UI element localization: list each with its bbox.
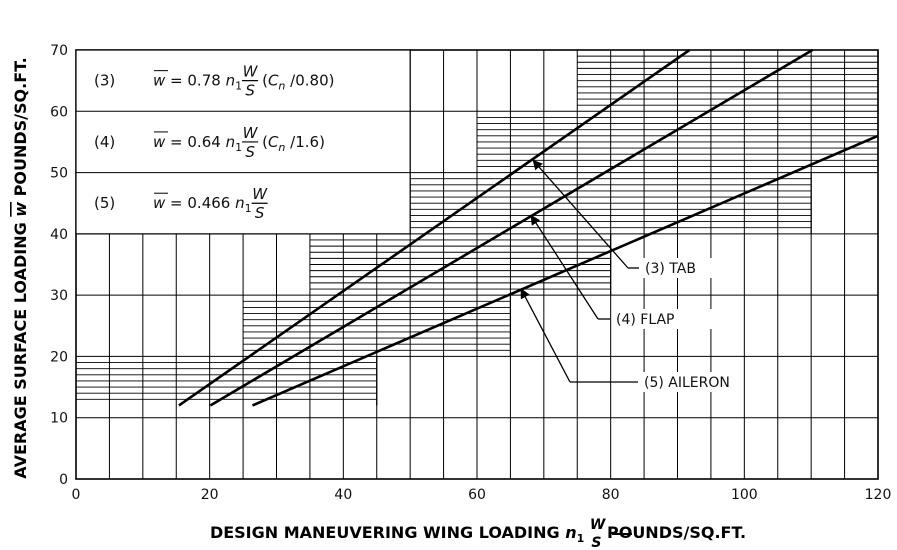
x-tick-label: 0	[72, 487, 81, 503]
y-tick-label: 30	[50, 288, 68, 304]
equation-number: (4)	[94, 133, 115, 151]
equation-number: (5)	[94, 194, 115, 212]
callouts: (3) TAB (4) FLAP (5) AILERON	[520, 159, 743, 392]
equation-tail: (Cn /1.6)	[262, 133, 325, 154]
y-tick-label: 0	[59, 472, 68, 488]
series-line	[251, 134, 879, 407]
callout-arrow	[520, 288, 571, 383]
fraction-numerator: W	[243, 63, 259, 81]
tick-labels: 0 20 40 60 80 100 120 0 10 20 30 40 50 60 70	[50, 43, 891, 503]
hatch-grid	[76, 50, 879, 406]
callout-label: (4) FLAP	[616, 312, 674, 328]
callout-arrow	[532, 159, 629, 269]
x-tick-label: 60	[468, 487, 486, 503]
equation-number: (3)	[94, 72, 115, 90]
equation-text: w = 0.466 n1	[153, 194, 252, 215]
x-tick-label: 100	[731, 487, 758, 503]
fraction-denominator: S	[255, 204, 265, 222]
callout-label-bg	[614, 309, 714, 329]
fraction-numerator: W	[252, 185, 268, 203]
fraction-numerator: W	[243, 124, 259, 142]
callout-arrow	[530, 214, 599, 320]
y-tick-label: 40	[50, 227, 68, 243]
x-tick-label: 120	[865, 487, 892, 503]
y-tick-label: 20	[50, 349, 68, 365]
series-lines	[178, 48, 879, 407]
series-line	[209, 48, 814, 407]
y-tick-label: 60	[50, 104, 68, 120]
y-tick-label: 10	[50, 411, 68, 427]
y-axis-title: AVERAGE SURFACE LOADING w POUNDS/SQ.FT.	[11, 57, 30, 478]
callout: (5) AILERON	[520, 288, 742, 392]
y-tick-label: 50	[50, 166, 68, 182]
x-tick-label: 20	[201, 487, 219, 503]
fraction-denominator: S	[245, 143, 255, 161]
callout: (3) TAB	[532, 159, 743, 278]
series-line	[178, 48, 691, 407]
callout: (4) FLAP	[530, 214, 714, 329]
equation-text: w = 0.64 n1	[153, 133, 242, 154]
equation-text: w = 0.78 n1	[153, 72, 242, 93]
callout-label: (5) AILERON	[644, 375, 730, 391]
fraction-denominator: S	[245, 82, 255, 100]
equation-tail: (Cn /0.80)	[262, 72, 334, 93]
callout-label: (3) TAB	[645, 261, 696, 277]
x-tick-label: 40	[334, 487, 352, 503]
x-tick-label: 80	[602, 487, 620, 503]
y-tick-label: 70	[50, 43, 68, 59]
callout-label-bg	[643, 258, 743, 278]
callout-label-bg	[642, 372, 742, 392]
